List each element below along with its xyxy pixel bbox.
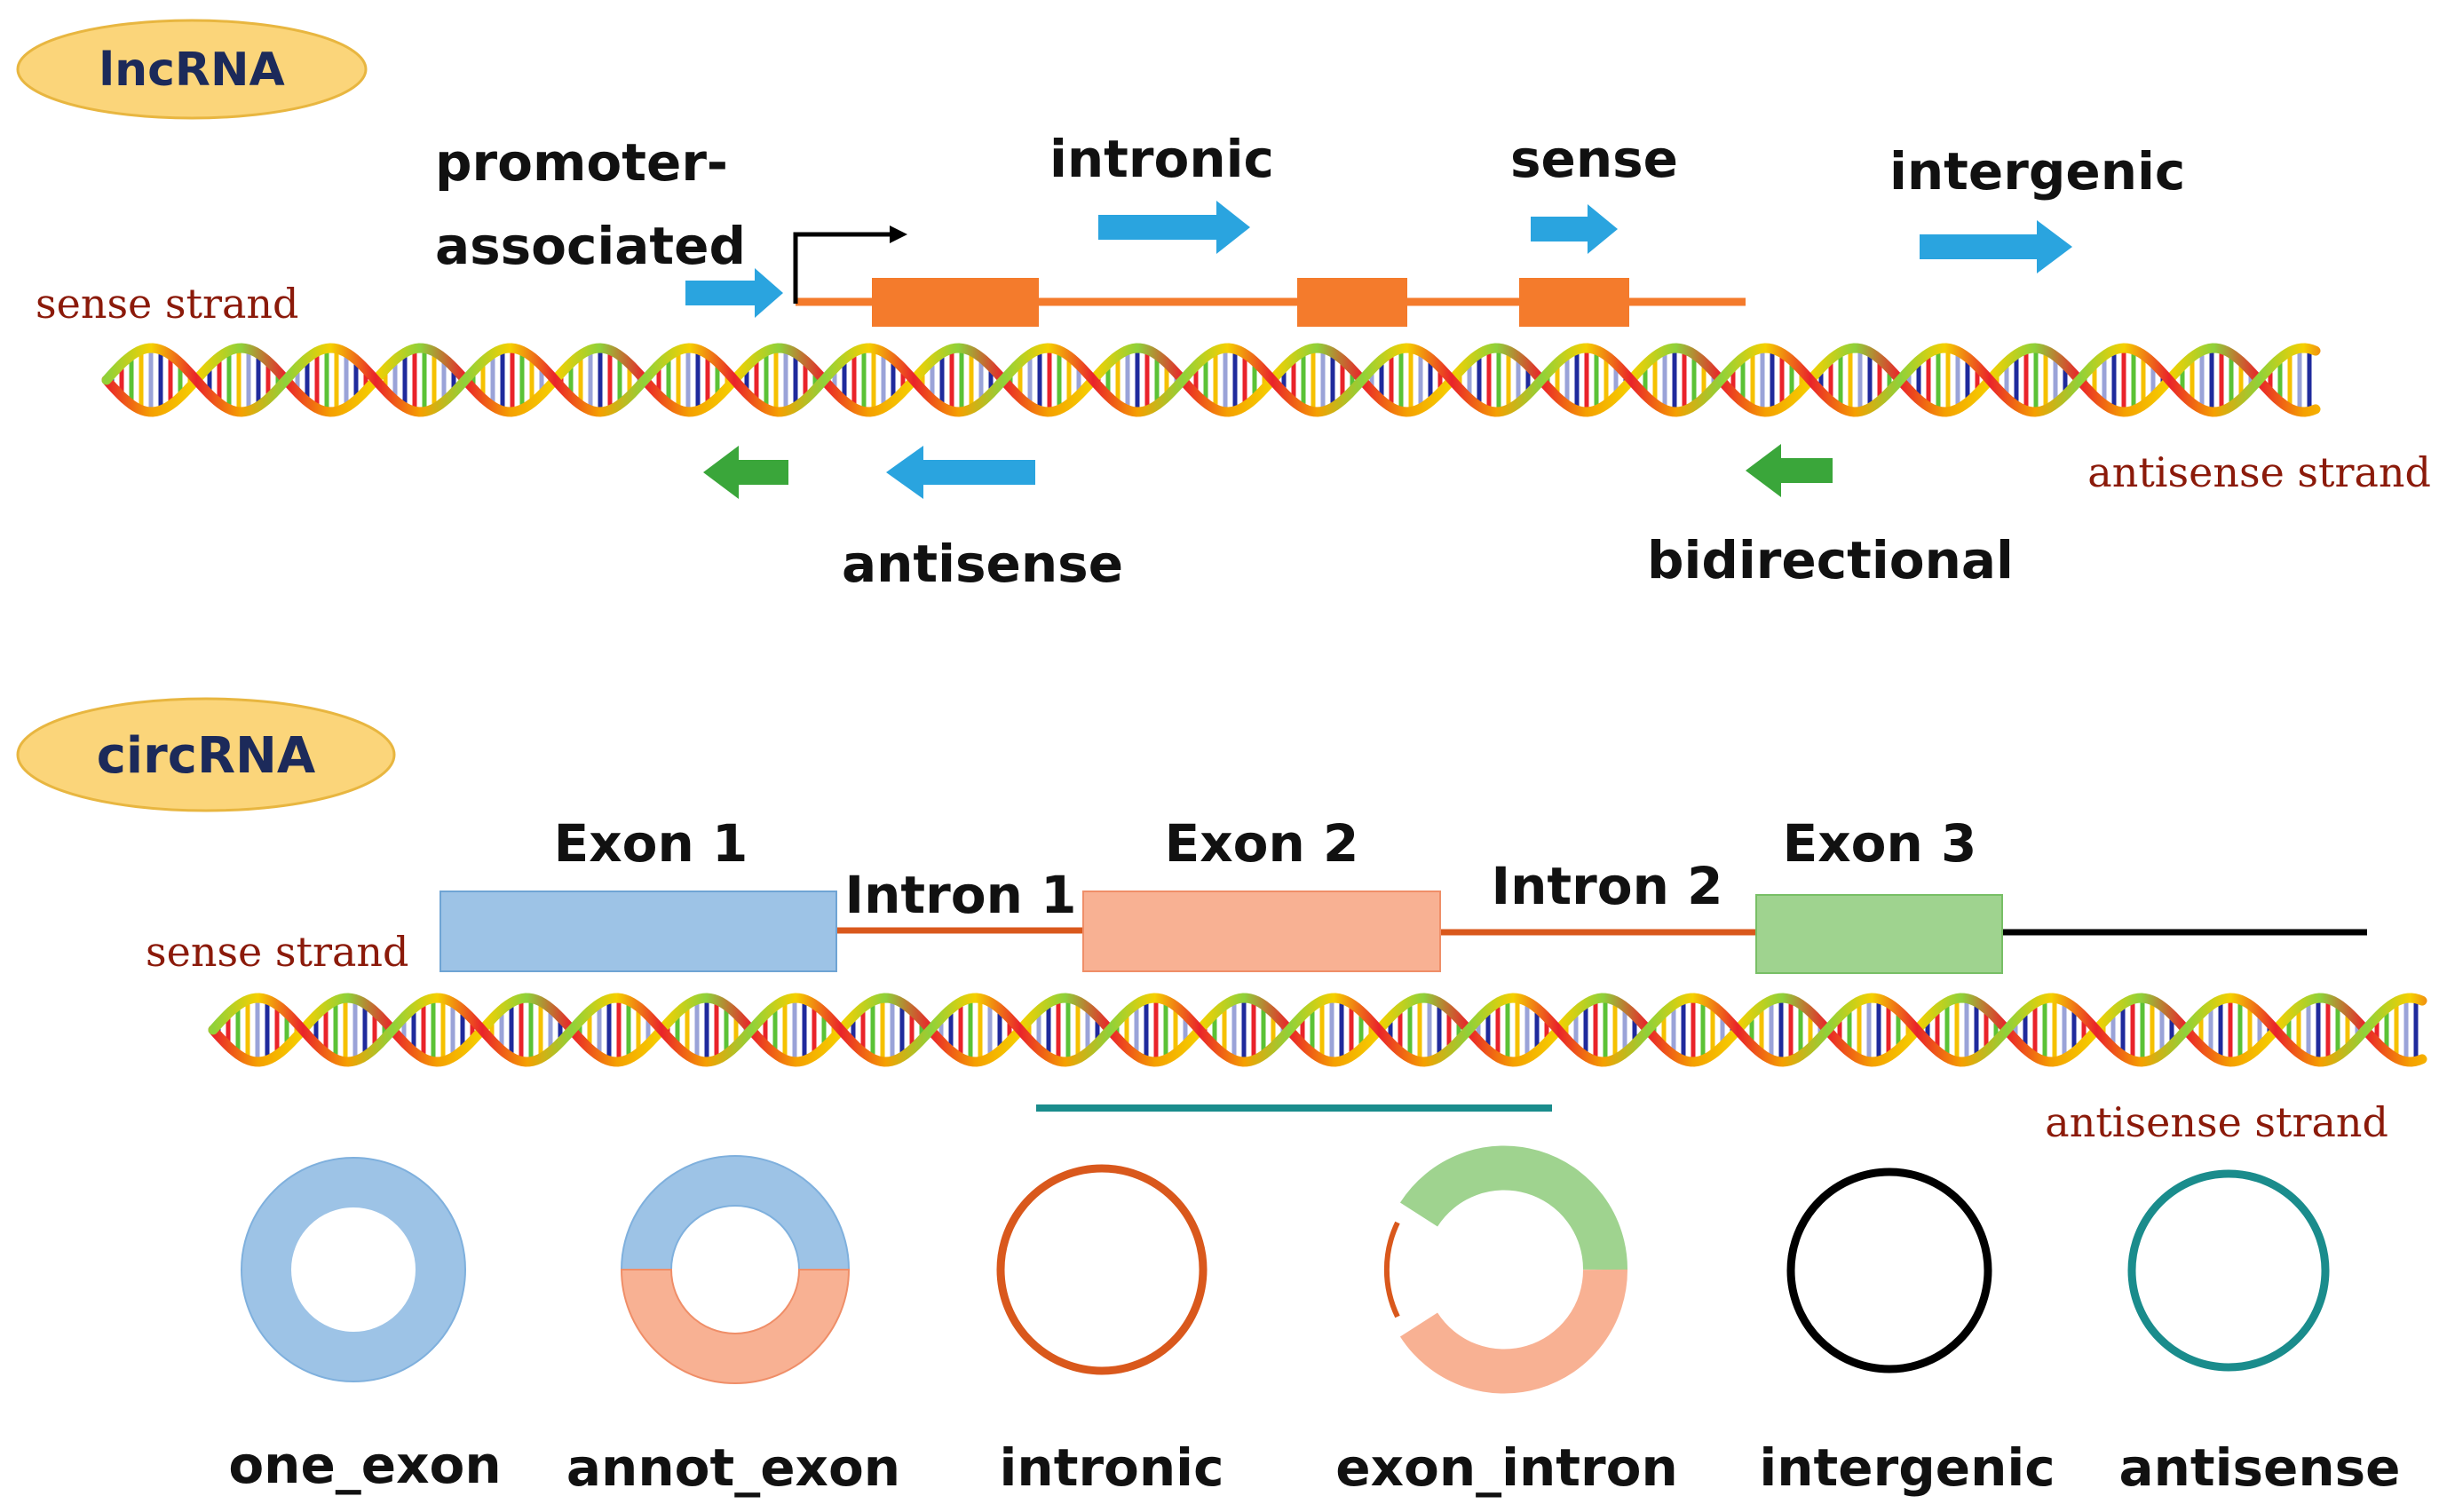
type-label-annot-exon: annot_exon xyxy=(566,1437,900,1498)
circrna-badge-label: circRNA xyxy=(97,727,316,785)
type-label-one-exon: one_exon xyxy=(228,1435,501,1495)
antisense-circle xyxy=(2127,1169,2330,1372)
lncrna-badge-pill xyxy=(16,19,368,120)
exon-2-label: Exon 2 xyxy=(1165,813,1359,874)
promoter-label-line1: promoter- xyxy=(435,132,728,193)
intronic-circle xyxy=(996,1164,1208,1375)
intron-2-label: Intron 2 xyxy=(1492,856,1723,916)
intronic-label: intronic xyxy=(1049,129,1274,189)
lncrna-sense-strand-label: sense strand xyxy=(36,280,298,328)
bidirectional-right-arrow xyxy=(1746,444,1833,497)
circrna-section: circRNA sense strand antisense strand Ex… xyxy=(16,697,2427,1498)
exon-2-box xyxy=(1082,891,1441,972)
annot-exon-circle xyxy=(620,1155,851,1384)
intronic-arrow xyxy=(1098,201,1250,254)
transcription-start-arrow xyxy=(793,226,907,304)
intergenic-label: intergenic xyxy=(1889,141,2185,202)
sense-label: sense xyxy=(1510,129,1678,189)
one-exon-circle-edge-out xyxy=(241,1157,466,1382)
intergenic-arrow xyxy=(1920,220,2072,273)
intergenic-circle xyxy=(1786,1168,1992,1373)
type-label-intergenic: intergenic xyxy=(1759,1437,2055,1498)
circrna-sense-strand-label: sense strand xyxy=(146,928,408,976)
gene-exon-3 xyxy=(1519,278,1629,327)
sense-arrow xyxy=(1531,204,1618,254)
promoter-arrow xyxy=(685,268,783,318)
bidirectional-left-arrow xyxy=(703,446,788,499)
helix-strand xyxy=(208,993,2427,1067)
exon-1-box xyxy=(439,891,837,972)
one-exon-circle xyxy=(242,1158,465,1381)
gene-exon-2 xyxy=(1297,278,1407,327)
exon-3-label: Exon 3 xyxy=(1783,813,1977,874)
lncrna-gene-model xyxy=(793,226,1746,327)
type-label-exon-intron: exon_intron xyxy=(1335,1437,1678,1498)
helix-strand xyxy=(101,343,2321,417)
circrna-dna-helix xyxy=(208,993,2427,1067)
helix-strand xyxy=(208,993,2427,1067)
intron-1-label: Intron 1 xyxy=(845,865,1077,925)
circrna-badge: circRNA xyxy=(16,697,396,812)
antisense-label: antisense xyxy=(842,534,1123,594)
lncrna-arrows xyxy=(685,201,2072,499)
type-label-antisense: antisense xyxy=(2118,1437,2400,1498)
circrna-gene-structure xyxy=(439,891,2367,974)
exon-intron-circle xyxy=(1383,1145,1628,1394)
type-label-intronic: intronic xyxy=(1000,1437,1224,1498)
promoter-label-line2: associated xyxy=(435,216,746,276)
lncrna-badge: lncRNA xyxy=(16,19,368,120)
lncrna-dna-helix xyxy=(101,343,2321,417)
circrna-badge-pill xyxy=(16,697,396,812)
exon-3-box xyxy=(1755,894,2003,974)
gene-exon-1 xyxy=(872,278,1039,327)
helix-strand xyxy=(101,343,2321,417)
antisense-arrow xyxy=(886,446,1035,499)
lncrna-antisense-strand-label: antisense strand xyxy=(2087,448,2431,496)
exon-1-label: Exon 1 xyxy=(554,813,748,874)
circrna-type-labels: one_exon annot_exon intronic exon_intron… xyxy=(228,1435,2400,1498)
circrna-antisense-strand-label: antisense strand xyxy=(2045,1098,2388,1146)
lncrna-badge-label: lncRNA xyxy=(99,44,284,97)
lncrna-section: lncRNA sense strand antisense strand xyxy=(16,19,2431,594)
circrna-circles xyxy=(241,1145,2330,1394)
bidirectional-label: bidirectional xyxy=(1647,530,2014,590)
